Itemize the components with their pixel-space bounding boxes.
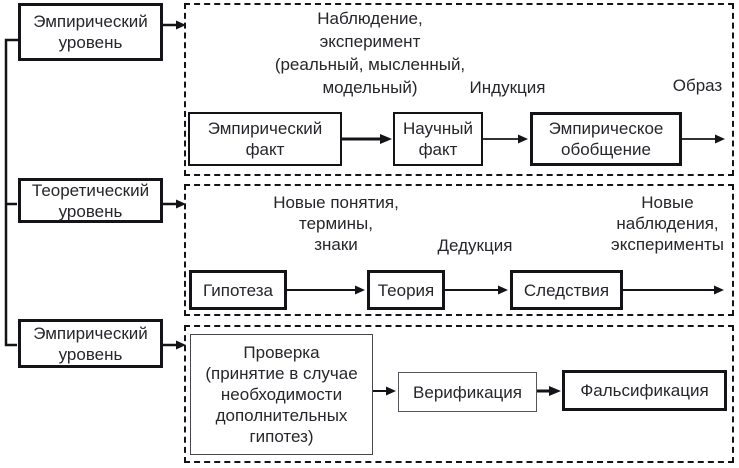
image-label: Образ: [672, 76, 723, 95]
verification-box: Верификация: [398, 372, 537, 412]
consequences-box: Следствия: [510, 270, 623, 310]
check-box: Проверка (принятие в случае необходимост…: [190, 334, 373, 455]
theory-box: Теория: [367, 270, 445, 310]
levels-spine-line: [4, 38, 18, 347]
observation-experiment-note: Наблюдение, эксперимент (реальный, мысле…: [274, 9, 466, 97]
empirical-level-panel: [184, 3, 734, 176]
new-concepts-note: Новые понятия, термины, знаки: [273, 193, 399, 254]
empirical-generalization-box: Эмпирическое обобщение: [530, 112, 682, 166]
level-box-empirical-bottom: Эмпирический уровень: [18, 319, 163, 368]
empirical-fact-box: Эмпирический факт: [188, 112, 342, 166]
new-observations-note: Новые наблюдения, эксперименты: [611, 193, 724, 254]
hypothesis-box: Гипотеза: [189, 270, 287, 310]
level-box-empirical-top: Эмпирический уровень: [18, 3, 163, 61]
theoretical-level-panel: [184, 184, 734, 316]
level-box-theoretical: Теоретический уровень: [18, 178, 163, 223]
induction-label: Индукция: [469, 78, 546, 97]
deduction-label: Дедукция: [437, 236, 513, 255]
scientific-fact-box: Научный факт: [393, 112, 483, 166]
verification-level-panel: [184, 325, 734, 463]
falsification-box: Фальсификация: [562, 370, 727, 411]
